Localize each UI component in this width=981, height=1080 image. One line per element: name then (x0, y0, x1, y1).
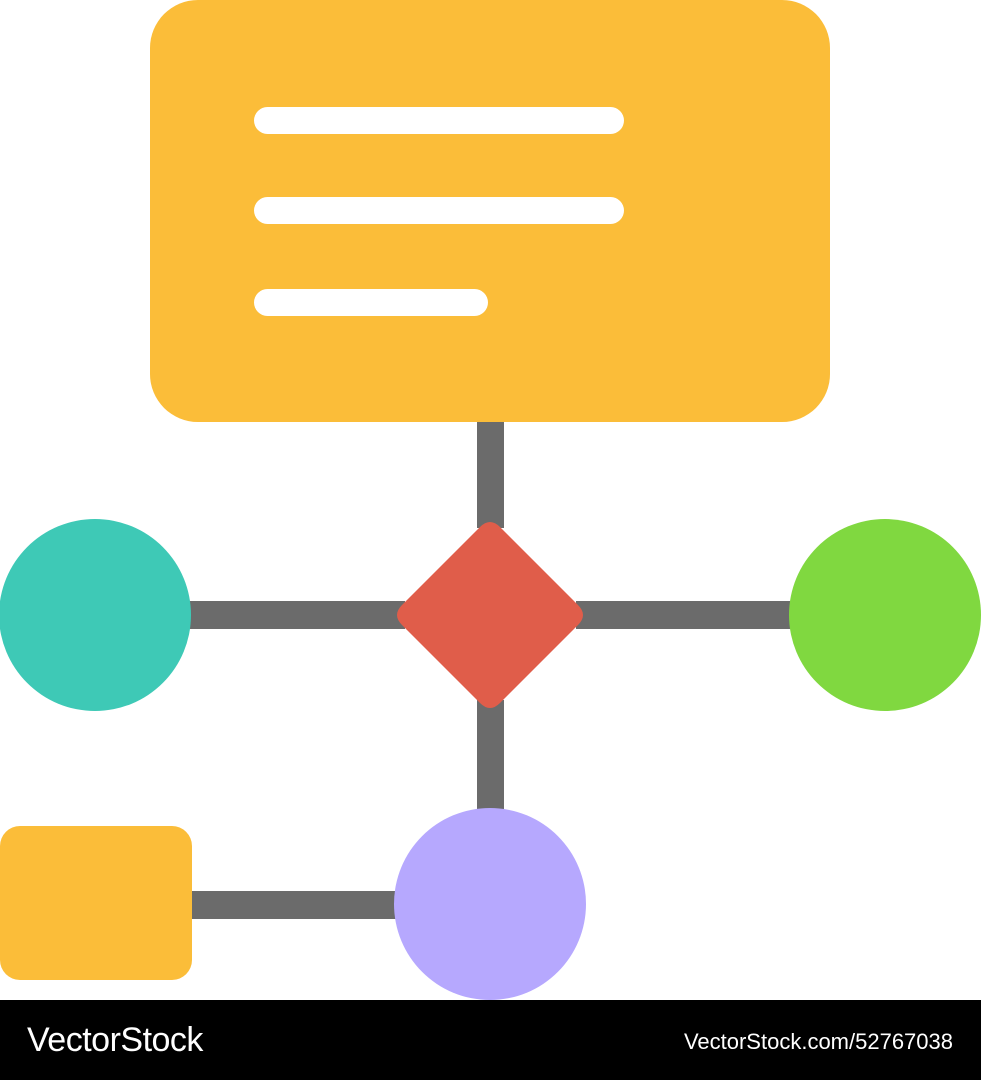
text-line-1 (254, 107, 624, 134)
document-box (150, 0, 830, 422)
text-line-2 (254, 197, 624, 224)
vectorstock-id: VectorStock.com/52767038 (683, 1029, 953, 1054)
connectors (185, 418, 796, 919)
connector-left-to-diamond (185, 601, 405, 629)
vectorstock-logo: VectorStock (27, 1021, 203, 1059)
connector-top-to-diamond (477, 418, 504, 528)
flowchart-illustration (0, 0, 981, 1000)
bottom-left-box (0, 826, 192, 980)
connector-diamond-to-bottom (477, 700, 504, 815)
watermark-bar: VectorStock VectorStock.com/52767038 (0, 1000, 981, 1080)
connector-diamond-to-right (576, 601, 796, 629)
text-line-3 (254, 289, 488, 316)
decision-diamond (397, 522, 583, 708)
bottom-circle-node (394, 808, 586, 1000)
right-circle-node (789, 519, 981, 711)
connector-box-to-bottom-circle (185, 891, 405, 919)
left-circle-node (0, 519, 191, 711)
